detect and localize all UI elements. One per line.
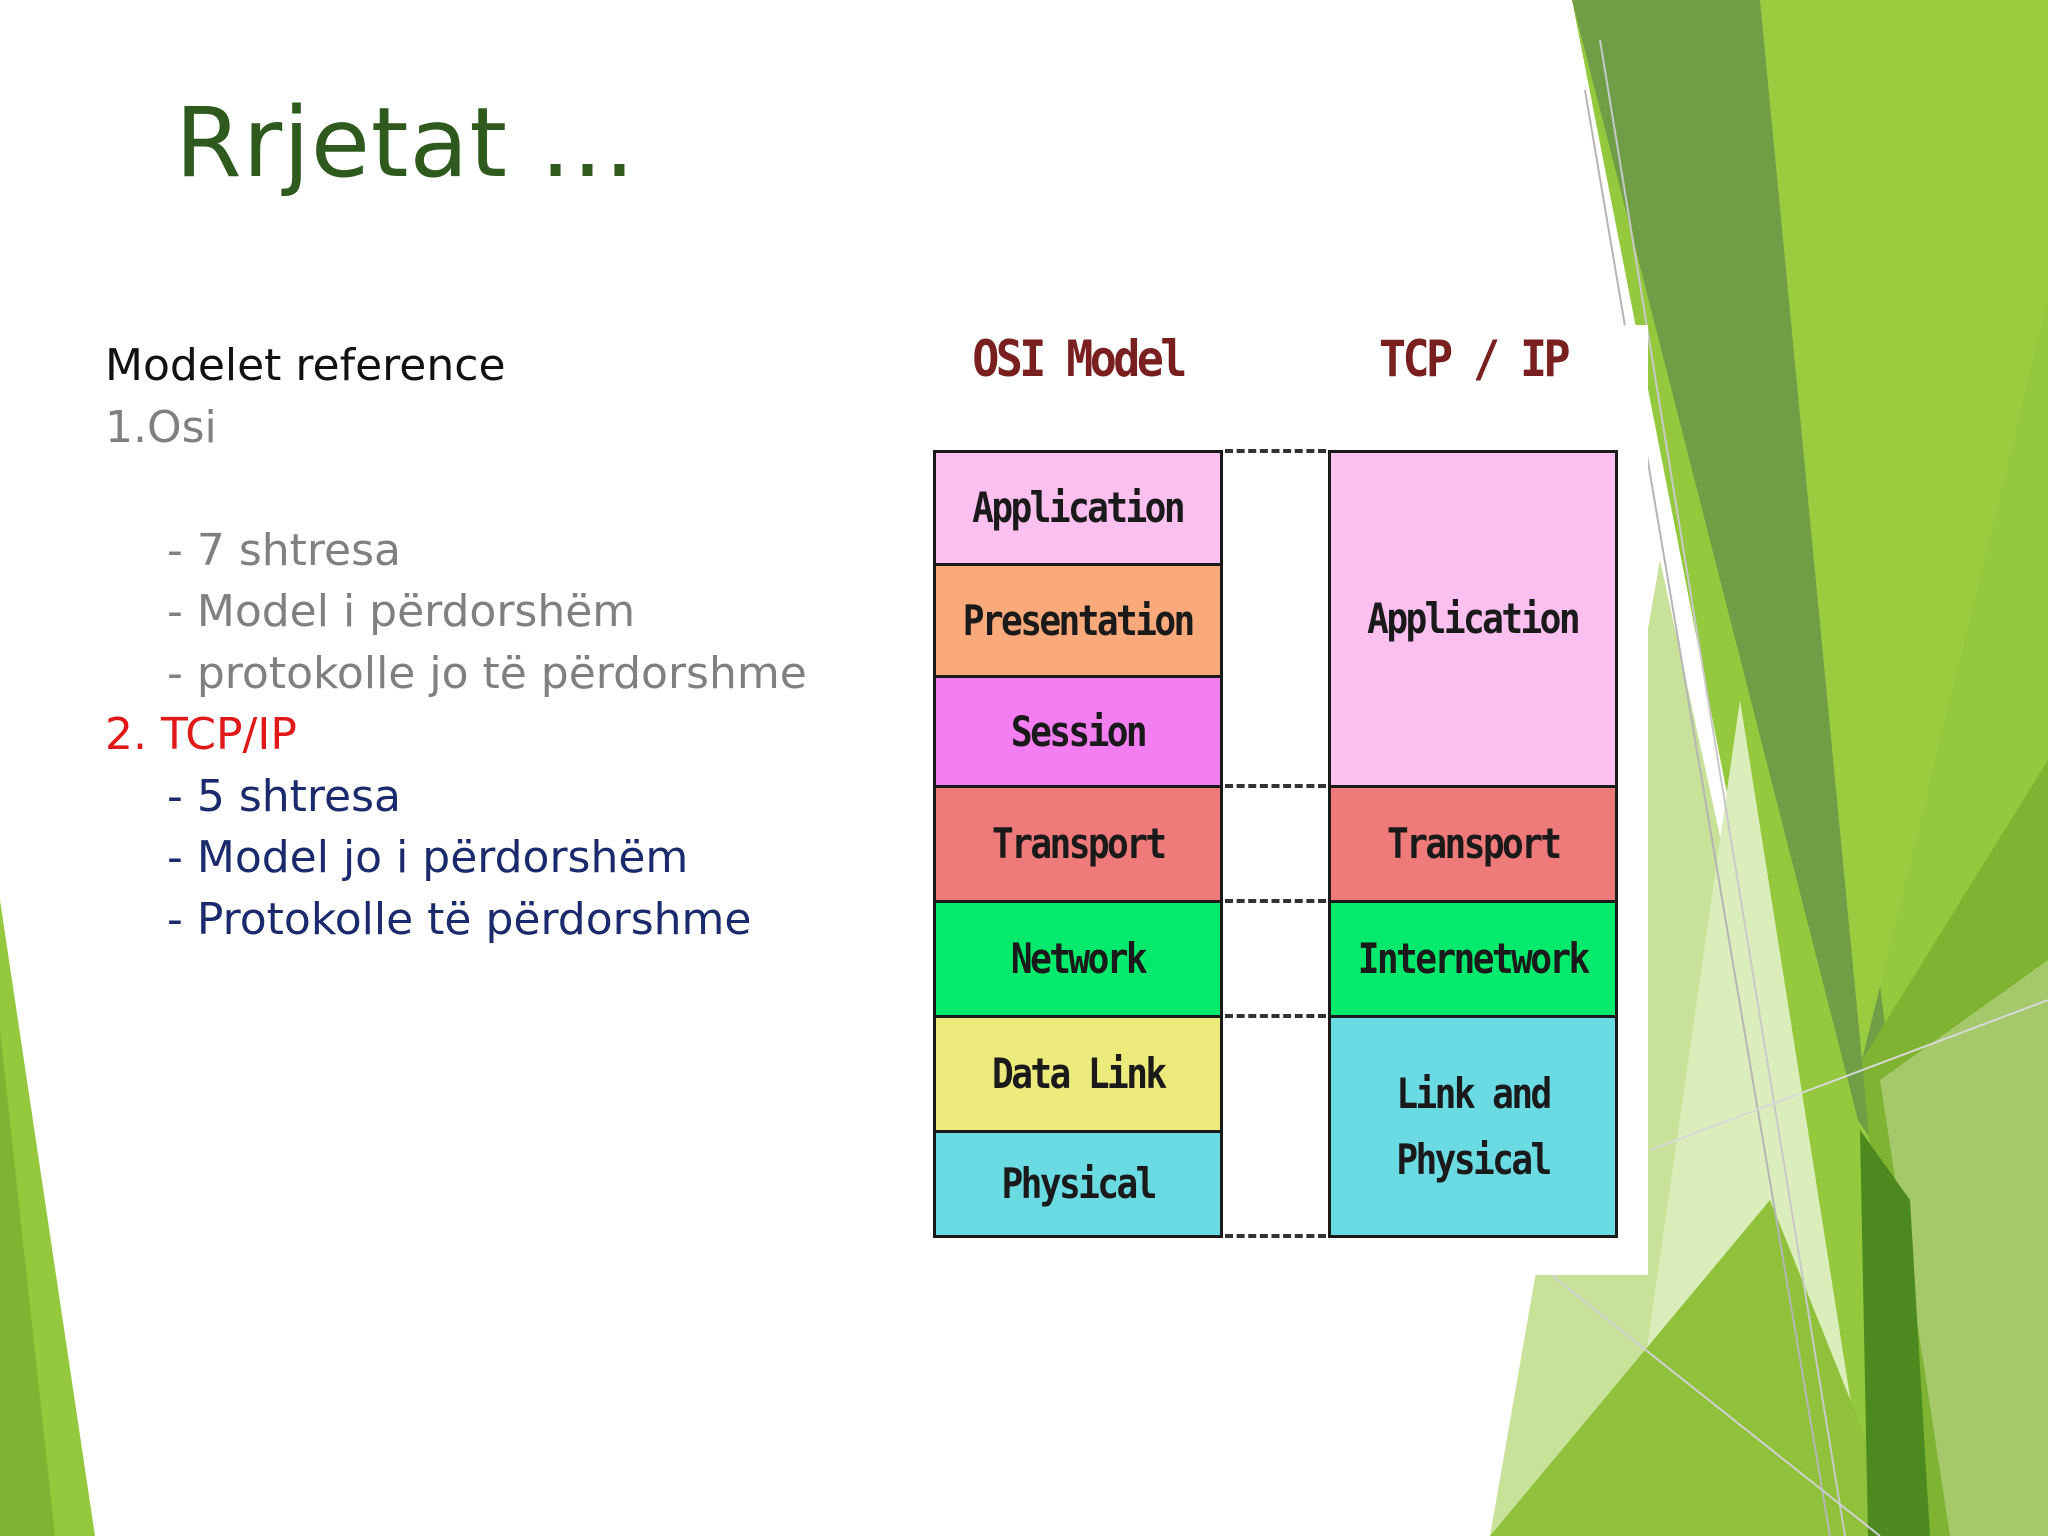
layer-boundary-connector [1225, 1014, 1326, 1018]
osi-layer-label: Transport [991, 819, 1167, 869]
osi-model-title: OSI Model [972, 330, 1187, 388]
osi-layer-label: Data Link [991, 1049, 1167, 1099]
osi-layer-presentation: Presentation [933, 563, 1223, 678]
osi-layer-physical: Physical [933, 1130, 1223, 1238]
bullet-line: - Model jo i përdorshëm [167, 832, 689, 883]
tcp-layer-transport: Transport [1328, 785, 1618, 903]
osi-layer-session: Session [933, 675, 1223, 788]
bullet-line: 2. TCP/IP [105, 709, 297, 760]
bullet-line [105, 458, 885, 520]
osi-layer-data-link: Data Link [933, 1015, 1223, 1133]
tcp-layer-label: Internetwork [1358, 934, 1591, 984]
layer-boundary-connector [1225, 899, 1326, 903]
bullet-line: - Model i përdorshëm [167, 586, 636, 637]
bullet-line: Modelet reference [105, 340, 506, 391]
osi-layer-network: Network [933, 900, 1223, 1018]
bullet-line: - protokolle jo të përdorshme [167, 647, 807, 699]
tcp-layer-label: Link and Physical [1396, 1069, 1552, 1184]
osi-layer-application: Application [933, 450, 1223, 566]
bullet-line: - Protokolle të përdorshme [167, 893, 752, 945]
layer-boundary-connector [1225, 784, 1326, 788]
bullet-list: Modelet reference 1.Osi - 7 shtresa - Model… [105, 335, 885, 950]
bullet-line: - 5 shtresa [167, 770, 401, 822]
tcp-ip-title: TCP / IP [1379, 330, 1571, 388]
slide-title: Rrjetat … [175, 87, 637, 199]
tcp-layer-label: Application [1367, 594, 1581, 644]
bullet-line: 1.Osi [105, 401, 217, 453]
tcp-layer-internetwork: Internetwork [1328, 900, 1618, 1018]
osi-layer-label: Application [972, 483, 1186, 533]
osi-layer-label: Presentation [963, 595, 1196, 645]
layer-boundary-connector [1225, 1234, 1326, 1238]
bullet-line: - 7 shtresa [167, 524, 401, 576]
tcp-layer-link-and-physical: Link and Physical [1328, 1015, 1618, 1238]
tcp-layer-label: Transport [1386, 819, 1562, 869]
osi-layer-label: Physical [1001, 1159, 1157, 1209]
osi-layer-label: Session [1010, 706, 1148, 756]
tcp-layer-application: Application [1328, 450, 1618, 788]
osi-layer-label: Network [1010, 934, 1148, 984]
layer-boundary-connector [1225, 449, 1326, 453]
osi-layer-transport: Transport [933, 785, 1223, 903]
